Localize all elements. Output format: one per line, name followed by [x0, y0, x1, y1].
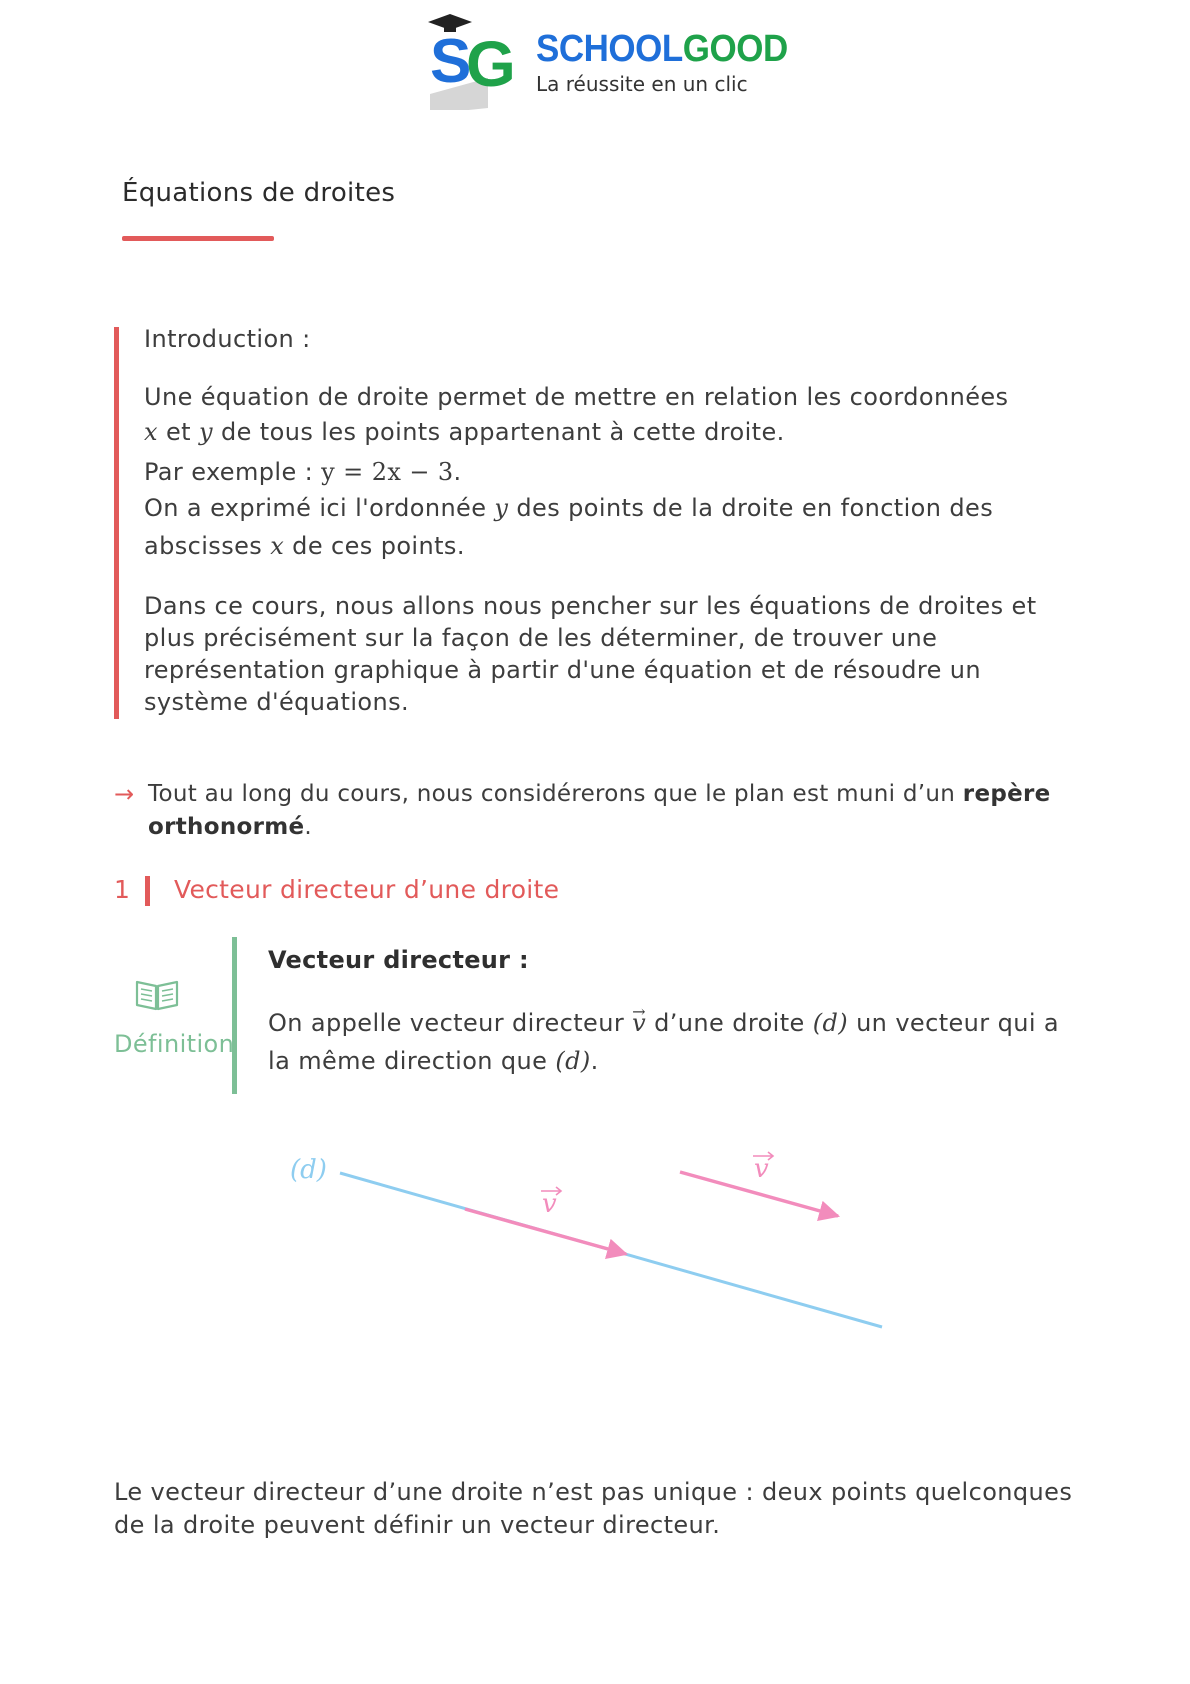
intro-p1-text-a: Une équation de droite permet de mettre …: [144, 383, 1009, 411]
intro-p4-text-b: de ces points.: [284, 532, 465, 560]
svg-text:S: S: [430, 27, 471, 96]
vector-label-1: v: [542, 1189, 557, 1219]
note-text: Tout au long du cours, nous considéreron…: [148, 778, 1088, 844]
vector-label-2: v: [754, 1154, 769, 1184]
section-number: 1: [114, 875, 130, 904]
closing-paragraph: Le vecteur directeur d’une droite n’est …: [114, 1478, 1073, 1539]
brand-tagline: La réussite en un clic: [536, 72, 748, 96]
definition-label: Définition: [114, 1030, 235, 1058]
intro-paragraph-1: Une équation de droite permet de mettre …: [144, 380, 1084, 450]
brand-school: SCHOOL: [536, 28, 683, 70]
line-label: (d): [290, 1155, 327, 1185]
math-vector-v: →v: [632, 1002, 647, 1037]
page-title: Équations de droites: [122, 178, 396, 208]
example-equation: y = 2x − 3: [321, 458, 454, 486]
direction-vector-figure: (d) v v: [290, 1151, 883, 1329]
note-bold-term: repère orthonormé: [148, 781, 1051, 840]
definition-text-c: un vecteur qui a la même direction que: [268, 1009, 1060, 1075]
schoolgood-logo: S G SCHOOLGOOD La réussite en un clic: [428, 14, 788, 110]
vector-translated: [679, 1170, 841, 1222]
intro-p1-text-b: de tous les points appartenant à cette d…: [212, 418, 785, 446]
math-v: v: [632, 1009, 647, 1037]
introduction-block: [114, 327, 1079, 719]
intro-p3-text-b: des points de la droite en fonction des: [508, 494, 994, 522]
svg-text:G: G: [466, 28, 516, 100]
definition-text-b: d’une droite: [646, 1009, 813, 1037]
open-book-icon: [135, 980, 179, 1011]
intro-p4-text-a: abscisses: [144, 532, 271, 560]
math-d: (d): [812, 1009, 849, 1037]
math-d: (d): [555, 1047, 591, 1075]
vector-arrow-icon: [753, 1151, 775, 1161]
arrow-right-icon: →: [114, 780, 135, 808]
definition-heading: Vecteur directeur :: [268, 946, 529, 974]
intro-example-label: Par exemple :: [144, 458, 322, 486]
intro-paragraph-4: abscisses x de ces points.: [144, 529, 1084, 564]
intro-example: Par exemple : y = 2x − 3.: [144, 455, 1084, 490]
vector-on-line: [464, 1207, 629, 1260]
vector-arrow-icon: [541, 1186, 563, 1196]
intro-p1-et: et: [157, 418, 199, 446]
math-x: x: [270, 532, 285, 560]
definition-text-end: .: [590, 1047, 599, 1075]
section-divider: [145, 876, 150, 906]
definition-bar: [232, 937, 237, 1094]
note-text-a: Tout au long du cours, nous considéreron…: [148, 781, 963, 807]
intro-p3-text-a: On a exprimé ici l'ordonnée: [144, 494, 495, 522]
section-title: Vecteur directeur d’une droite: [174, 875, 560, 904]
intro-paragraph-5: Dans ce cours, nous allons nous pencher …: [144, 592, 1037, 716]
intro-heading: Introduction :: [144, 325, 311, 353]
intro-paragraph-3: On a exprimé ici l'ordonnée y des points…: [144, 491, 1084, 526]
math-y: y: [198, 418, 213, 446]
definition-body: On appelle vecteur directeur →v d’une dr…: [268, 1002, 1088, 1080]
brand-name: SCHOOLGOOD: [536, 28, 788, 71]
brand-good: GOOD: [682, 28, 788, 70]
math-x: x: [144, 418, 158, 446]
intro-example-end: .: [453, 458, 462, 486]
math-y: y: [494, 494, 509, 522]
vector-arrow-icon: →: [632, 1002, 646, 1021]
note-text-end: .: [304, 814, 313, 840]
sg-monogram-icon: S G: [428, 14, 516, 110]
title-underline: [122, 236, 274, 241]
definition-text-a: On appelle vecteur directeur: [268, 1009, 633, 1037]
